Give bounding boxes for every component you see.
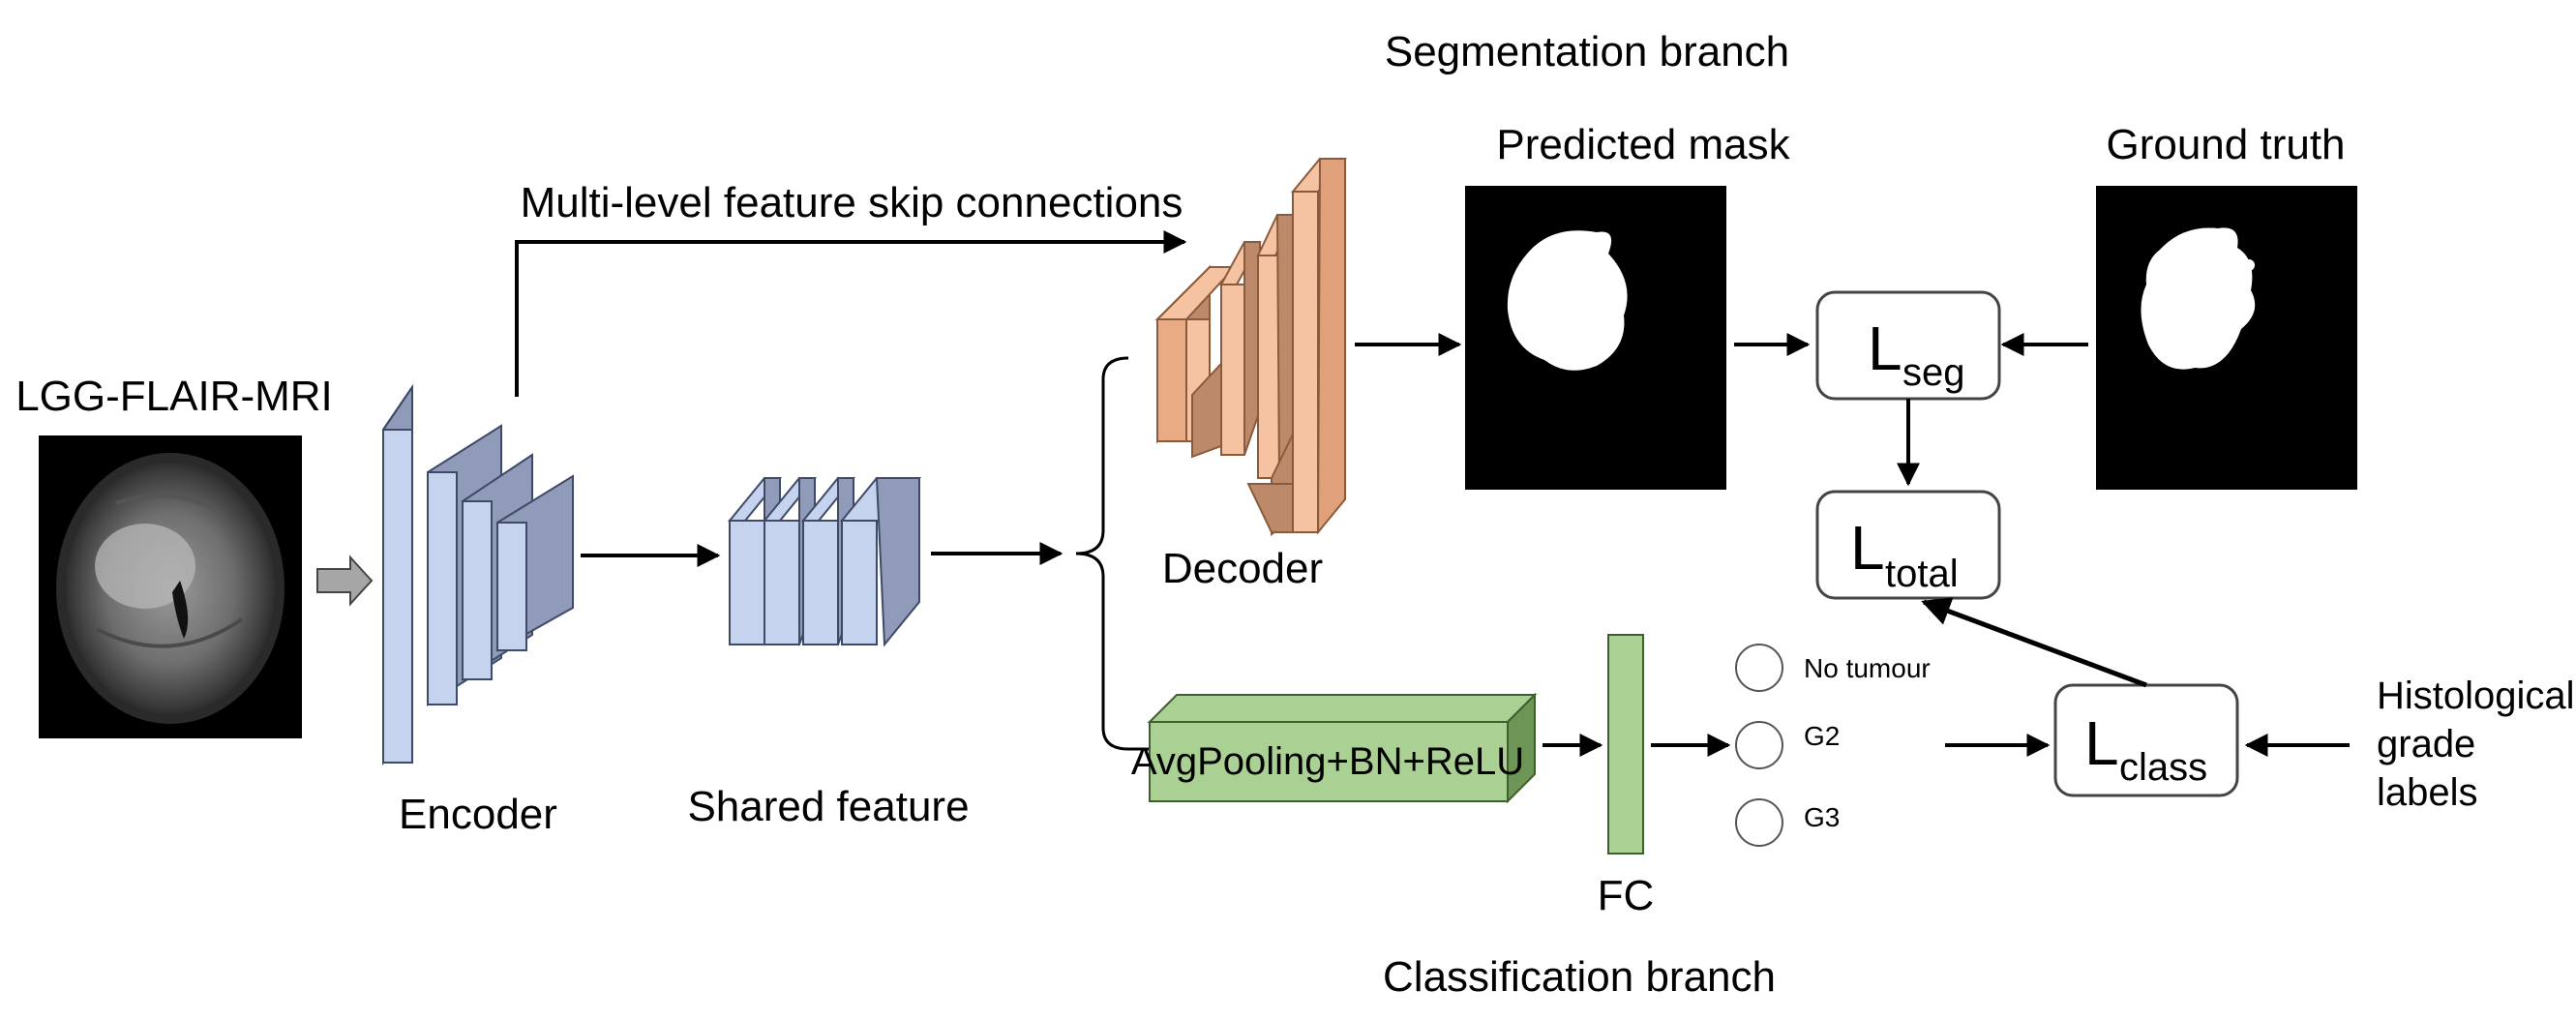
avgpool-label: AvgPooling+BN+ReLU <box>1131 740 1524 783</box>
loss-total-box: L total <box>1815 490 2001 600</box>
loss-seg-main: L <box>1868 314 1902 383</box>
grade-labels-line-2: grade <box>2377 723 2475 765</box>
classification-branch-title: Classification branch <box>1383 953 1776 1001</box>
avgpool-block <box>1147 692 1538 804</box>
loss-total-main: L <box>1850 513 1885 583</box>
mri-image <box>39 435 302 738</box>
loss-class-main: L <box>2084 708 2119 778</box>
output-label-no-tumour: No tumour <box>1804 653 1931 683</box>
skip-connection-line <box>515 230 1187 397</box>
fc-label: FC <box>1598 872 1655 919</box>
decoder-label: Decoder <box>1162 545 1323 592</box>
loss-class-box: L class <box>2053 683 2239 797</box>
grade-labels-text: Histological grade labels <box>2377 675 2575 814</box>
segmentation-branch-title: Segmentation branch <box>1385 28 1789 75</box>
input-label: LGG-FLAIR-MRI <box>15 373 333 420</box>
lclass-to-ltotal-arrow <box>1921 597 2147 688</box>
output-label-g3: G3 <box>1804 802 1840 832</box>
loss-class-sub: class <box>2119 746 2207 789</box>
predicted-mask-label: Predicted mask <box>1496 121 1790 168</box>
decoder-blocks <box>1154 158 1348 536</box>
output-node-no-tumour <box>1735 644 1783 692</box>
ground-truth-image <box>2096 186 2357 490</box>
loss-seg-box: L seg <box>1815 290 2001 401</box>
fc-layer <box>1607 634 1644 855</box>
output-node-g3 <box>1735 798 1783 847</box>
output-nodes: No tumour G2 G3 <box>1735 644 1931 847</box>
branch-brace <box>1075 356 1129 751</box>
shared-feature-label: Shared feature <box>687 783 969 830</box>
predicted-mask-image <box>1465 186 1726 490</box>
skip-connection-label: Multi-level feature skip connections <box>521 179 1183 226</box>
grade-labels-line-3: labels <box>2377 771 2478 814</box>
encoder-blocks <box>382 383 574 766</box>
grade-labels-line-1: Histological <box>2377 675 2575 717</box>
encoder-label: Encoder <box>399 791 557 838</box>
shared-feature-blocks <box>727 477 922 647</box>
loss-total-sub: total <box>1885 553 1959 595</box>
input-arrow <box>316 555 374 607</box>
loss-seg-sub: seg <box>1902 351 1965 394</box>
output-node-g2 <box>1735 721 1783 769</box>
ground-truth-label: Ground truth <box>2106 121 2345 168</box>
output-label-g2: G2 <box>1804 721 1840 751</box>
